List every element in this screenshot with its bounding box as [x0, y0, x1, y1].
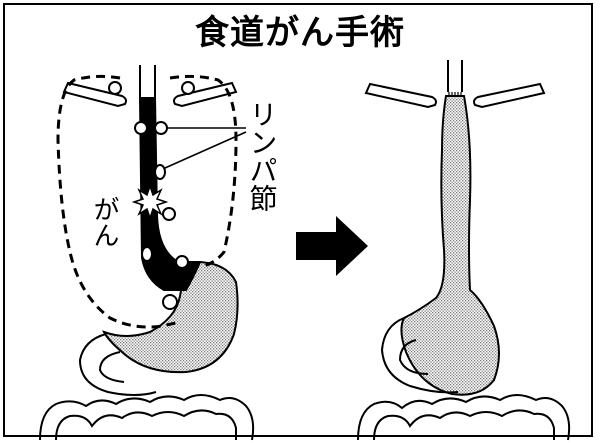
lymph-node-label: リンパ節 — [246, 100, 279, 212]
before-surgery-panel: がん リンパ節 — [39, 65, 279, 441]
esophagus-removed — [138, 97, 202, 291]
lymph-node-circle — [154, 164, 166, 180]
right-duodenum — [380, 317, 459, 394]
left-collarbones — [62, 81, 238, 108]
resection-boundary — [56, 74, 238, 329]
lymph-node-circle — [162, 294, 178, 310]
right-arrow-icon — [296, 216, 368, 276]
lymph-node-circle — [162, 207, 176, 221]
diagram-title: 食道がん手術 — [195, 13, 405, 53]
right-intestine — [357, 394, 571, 441]
lymph-node-circle — [141, 246, 153, 262]
left-intestine — [39, 394, 255, 441]
lymph-node-circle — [181, 81, 195, 95]
cancer-label: がん — [89, 196, 119, 248]
gastric-tube — [400, 95, 500, 396]
lymph-nodes — [108, 81, 195, 310]
lymph-node-circle — [134, 121, 148, 135]
tumor-starburst-icon — [131, 183, 169, 221]
lymph-node-circle — [154, 121, 168, 135]
left-stomach — [101, 260, 239, 374]
lymph-node-circle — [108, 81, 122, 95]
left-duodenum — [78, 333, 157, 396]
right-collarbones — [364, 82, 546, 109]
lymph-node-circle — [175, 255, 189, 269]
after-surgery-panel — [357, 60, 571, 441]
lymph-node-leader-lines — [164, 127, 247, 169]
